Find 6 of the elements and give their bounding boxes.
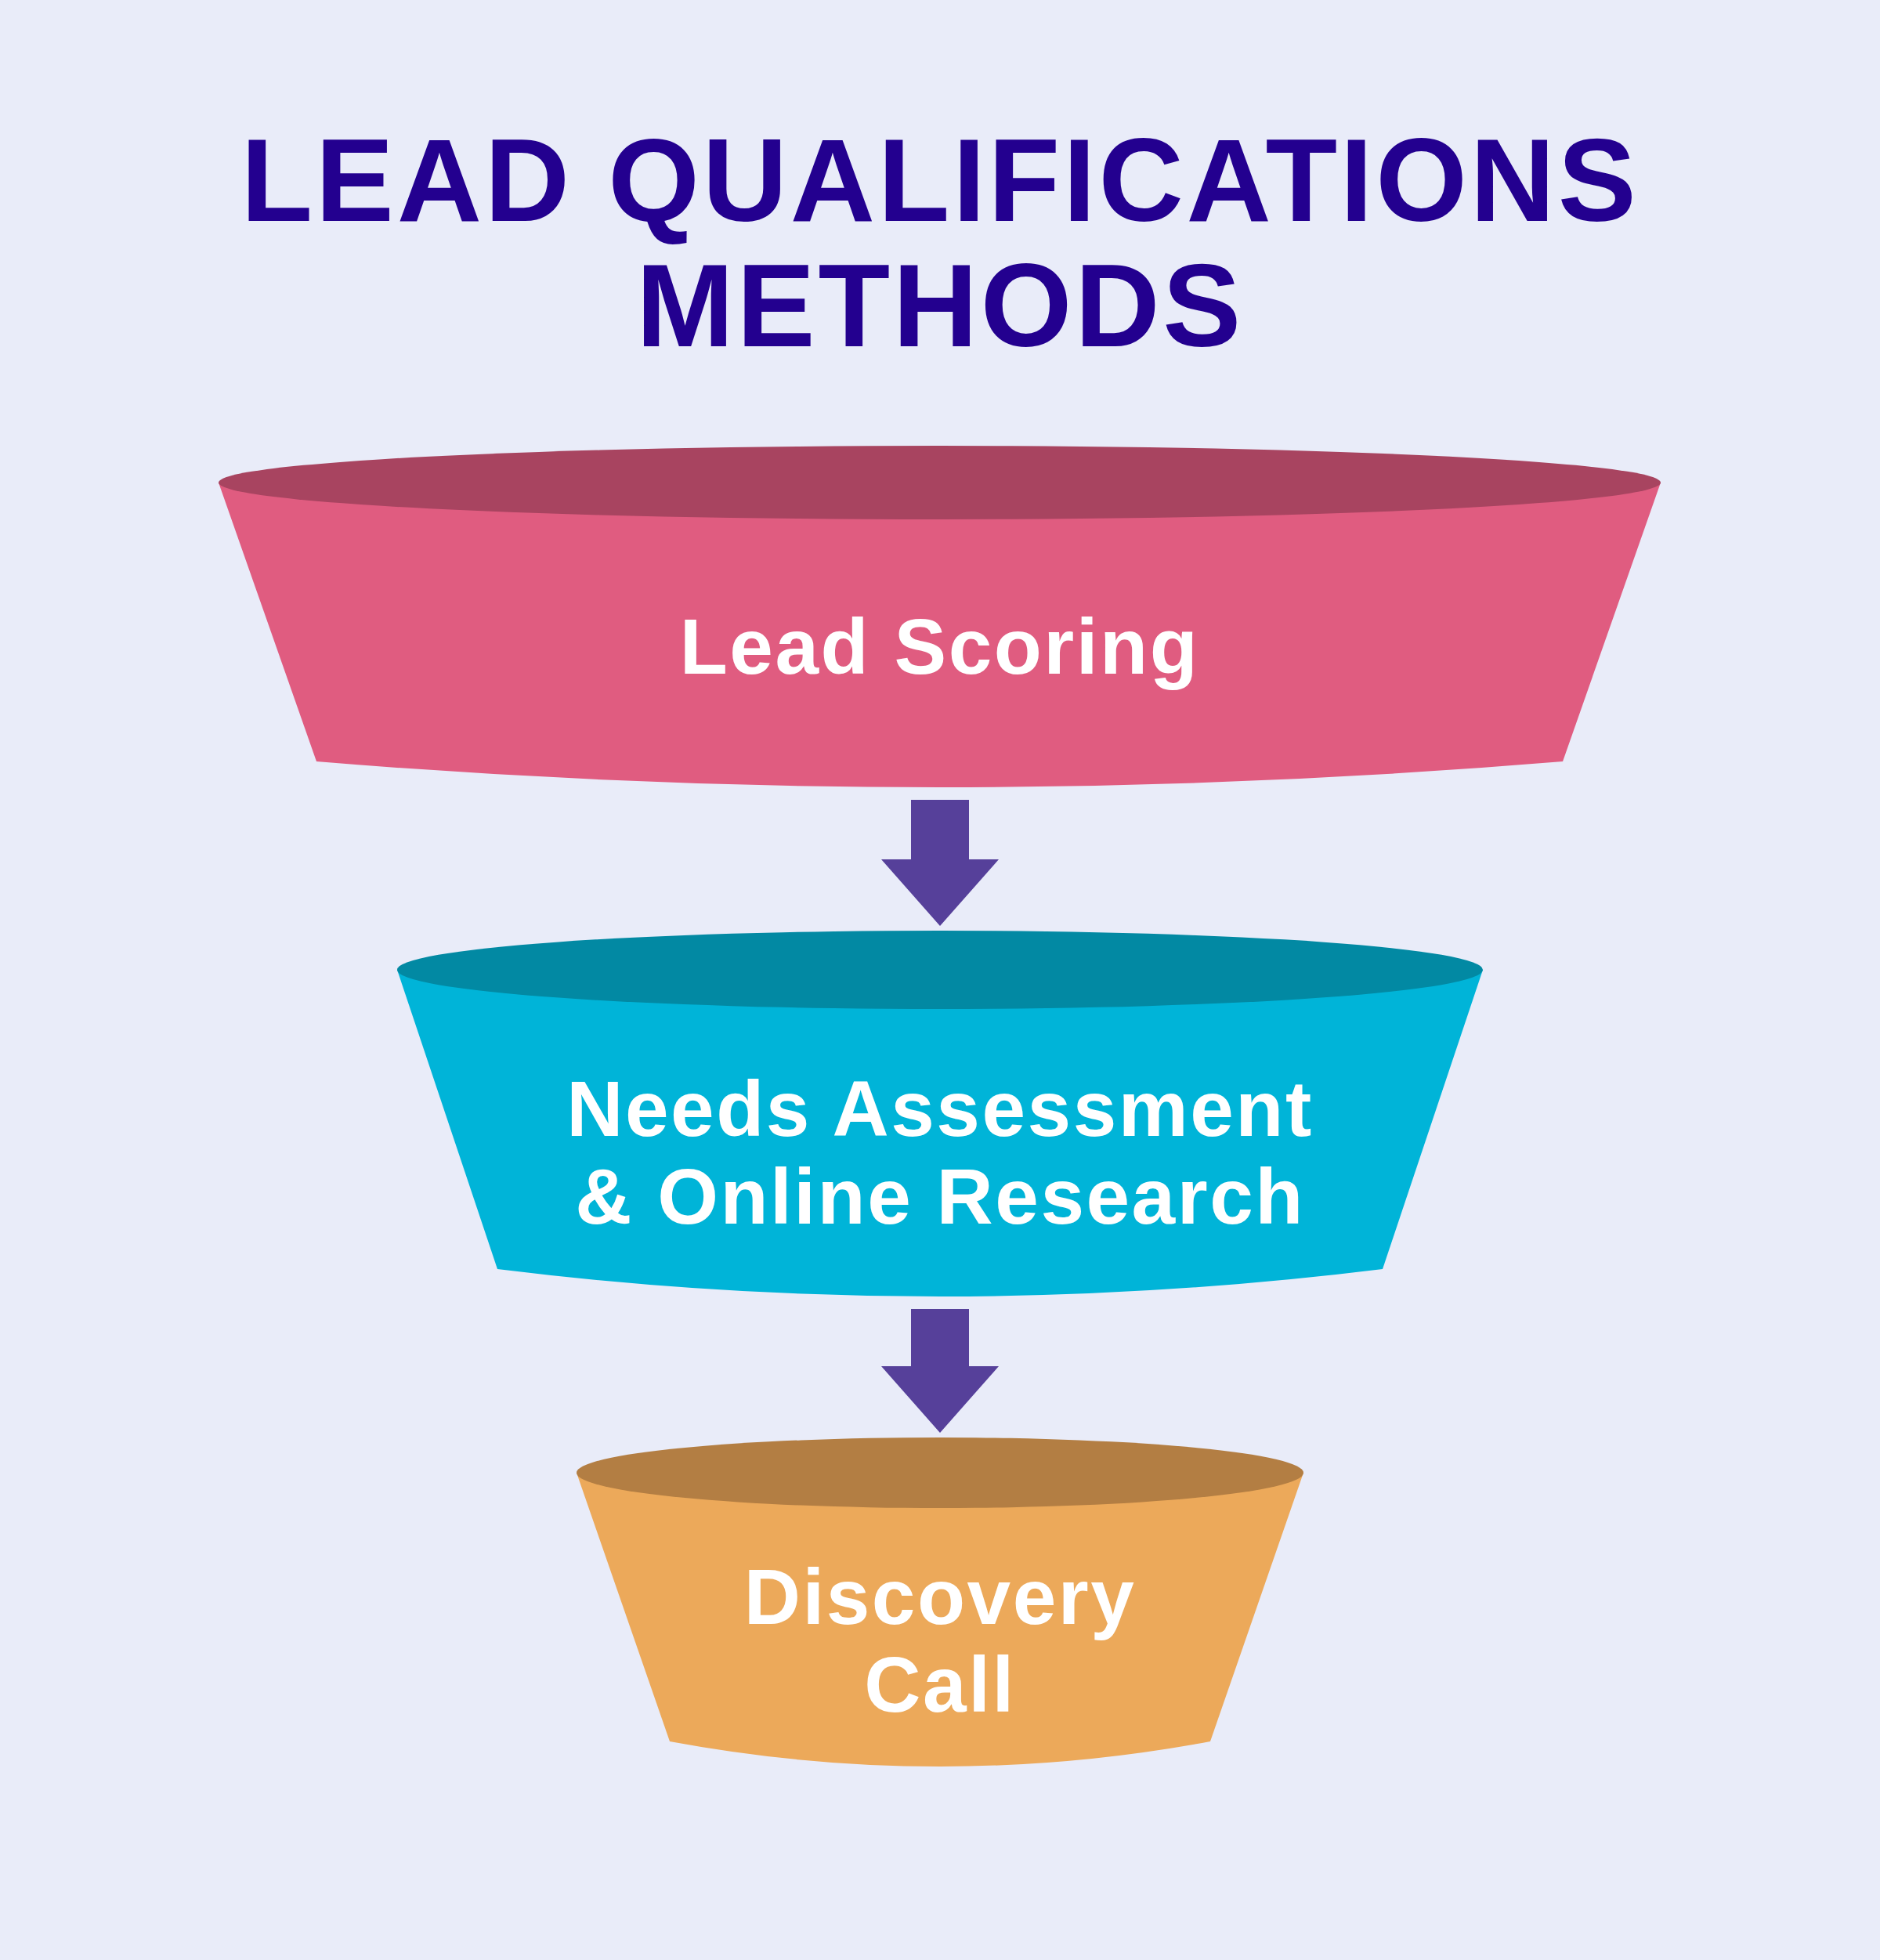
title: LEAD QUALIFICATIONS METHODS xyxy=(240,118,1640,368)
funnel-label: Needs Assessment & Online Research xyxy=(566,1065,1314,1240)
block-arrow xyxy=(881,800,999,926)
funnel-label: Discovery Call xyxy=(743,1553,1137,1728)
funnel-label: Lead Scoring xyxy=(678,602,1201,690)
block-arrow xyxy=(881,1309,999,1433)
